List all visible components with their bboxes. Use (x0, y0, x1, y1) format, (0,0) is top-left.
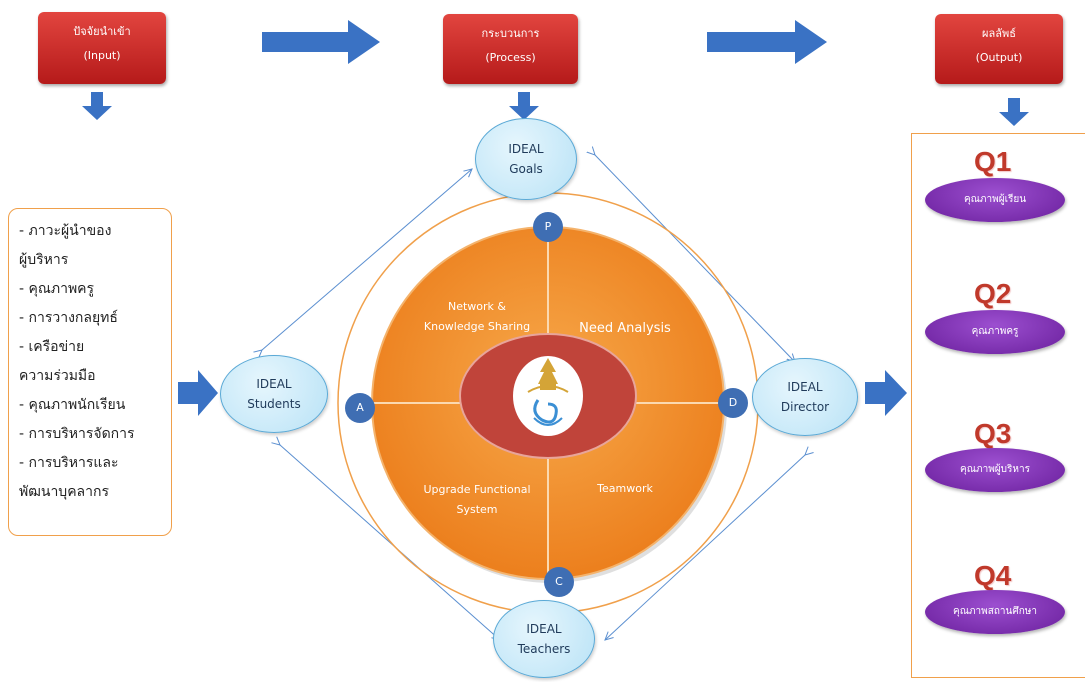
list-item: - เครือข่าย (19, 339, 85, 355)
arrow-list-to-students (178, 370, 218, 416)
ideal-director-line2: Director (780, 400, 830, 414)
line-students-goals (262, 169, 472, 350)
arrow-down-output (999, 98, 1029, 126)
cycle-node-a: A (345, 393, 375, 423)
output-header: ผลลัพธ์ (Output) (935, 14, 1063, 84)
quadrant-upgrade: Upgrade Functional System (407, 480, 547, 520)
process-header-subtitle: (Process) (485, 51, 536, 64)
ideal-students-node: IDEAL Students (220, 355, 328, 433)
input-header-subtitle: (Input) (83, 49, 121, 62)
list-item: - คุณภาพนักเรียน (19, 397, 126, 413)
output-header-title: ผลลัพธ์ (982, 27, 1016, 40)
list-item: พัฒนาบุคลากร (19, 484, 109, 500)
line-students-teachers (280, 445, 500, 640)
ideal-goals-line2: Goals (509, 162, 543, 176)
q2-pill: คุณภาพครู (925, 310, 1065, 354)
ideal-teachers-line1: IDEAL (526, 622, 562, 636)
q4-label: Q4 (974, 560, 1012, 591)
quadrant-network-line1: Network & (447, 300, 506, 313)
output-header-subtitle: (Output) (975, 51, 1023, 64)
ideal-director-node: IDEAL Director (752, 358, 858, 436)
quadrant-upgrade-line1: Upgrade Functional (423, 483, 531, 496)
list-item: - การบริหารและ (19, 455, 119, 471)
line-director-teachers (605, 455, 805, 640)
q3-label: Q3 (974, 418, 1012, 449)
quadrant-network: Network & Knowledge Sharing (412, 297, 542, 337)
cycle-node-p: P (533, 212, 563, 242)
ideal-students-line2: Students (247, 397, 301, 411)
cycle-node-d: D (718, 388, 748, 418)
ideal-goals-node: IDEAL Goals (475, 118, 577, 200)
arrow-down-process (509, 92, 539, 120)
list-item: ความร่วมมือ (19, 368, 96, 384)
quadrant-teamwork: Teamwork (585, 479, 665, 499)
process-header: กระบวนการ (Process) (443, 14, 578, 84)
quadrant-need-line1: Need (579, 321, 618, 336)
q2-label: Q2 (974, 278, 1012, 309)
input-factors-list: - ภาวะผู้นำของ ผู้บริหาร - คุณภาพครู - ก… (8, 208, 172, 536)
quadrant-network-line2: Knowledge Sharing (423, 320, 531, 333)
arrow-process-to-output (707, 20, 827, 64)
ideal-goals-line1: IDEAL (508, 142, 544, 156)
ideal-director-line1: IDEAL (787, 380, 823, 394)
list-item: - ภาวะผู้นำของ (19, 223, 112, 239)
ideal-teachers-line2: Teachers (517, 642, 571, 656)
list-item: - การบริหารจัดการ (19, 426, 135, 442)
ideal-teachers-node: IDEAL Teachers (493, 600, 595, 678)
q3-pill: คุณภาพผู้บริหาร (925, 448, 1065, 492)
arrow-down-input (82, 92, 112, 120)
arrow-input-to-process (262, 20, 380, 64)
line-goals-director (595, 155, 795, 362)
quadrant-need-analysis: Need Analysis (565, 319, 685, 339)
q1-pill: คุณภาพผู้เรียน (925, 178, 1065, 222)
quadrant-upgrade-line2: System (456, 503, 498, 516)
quadrant-teamwork-line1: Teamwork (597, 482, 653, 495)
input-header: ปัจจัยนำเข้า (Input) (38, 12, 166, 84)
arrow-director-to-outputs (865, 370, 907, 416)
output-panel (911, 133, 1085, 678)
emblem-icon (527, 358, 569, 426)
process-header-title: กระบวนการ (481, 27, 540, 40)
q4-pill: คุณภาพสถานศึกษา (925, 590, 1065, 634)
list-item: - การวางกลยุทธ์ (19, 310, 118, 326)
list-item: - คุณภาพครู (19, 281, 95, 297)
list-item: ผู้บริหาร (19, 252, 69, 268)
ideal-students-line1: IDEAL (256, 377, 292, 391)
quadrant-need-line2: Analysis (617, 321, 671, 336)
input-header-title: ปัจจัยนำเข้า (73, 25, 131, 38)
cycle-node-c: C (544, 567, 574, 597)
q1-label: Q1 (974, 146, 1012, 177)
